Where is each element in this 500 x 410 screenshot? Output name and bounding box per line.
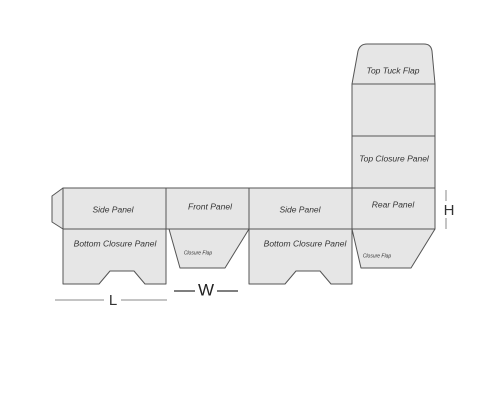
bottom-closure-panel-left (62, 228, 167, 285)
side-panel-left (62, 187, 167, 230)
rear-panel (351, 187, 436, 230)
closure-flap-rear-label: Closure Flap (363, 253, 392, 259)
front-panel-label: Front Panel (188, 201, 233, 211)
closure-flap-front (168, 228, 250, 269)
length-dimension-label: L (109, 292, 117, 309)
side-panel-right (248, 187, 353, 230)
bottom-closure-panel-right (248, 228, 353, 285)
side-panel-left-label: Side Panel (92, 204, 134, 214)
height-dimension-label: H (444, 202, 455, 219)
front-panel (165, 187, 250, 230)
top-closure-panel-label: Top Closure Panel (359, 153, 430, 163)
glue-flap (51, 187, 64, 230)
bottom-closure-right-label: Bottom Closure Panel (264, 238, 348, 248)
top-tuck-flap-label: Top Tuck Flap (367, 65, 420, 75)
bottom-closure-left-label: Bottom Closure Panel (74, 238, 158, 248)
top-tuck-flap (351, 43, 436, 85)
side-panel-right-label: Side Panel (279, 204, 321, 214)
rear-panel-label: Rear Panel (372, 199, 416, 209)
closure-flap-front-label: Closure Flap (184, 250, 213, 256)
width-dimension-label: W (198, 280, 214, 299)
closure-flap-rear (351, 228, 436, 269)
